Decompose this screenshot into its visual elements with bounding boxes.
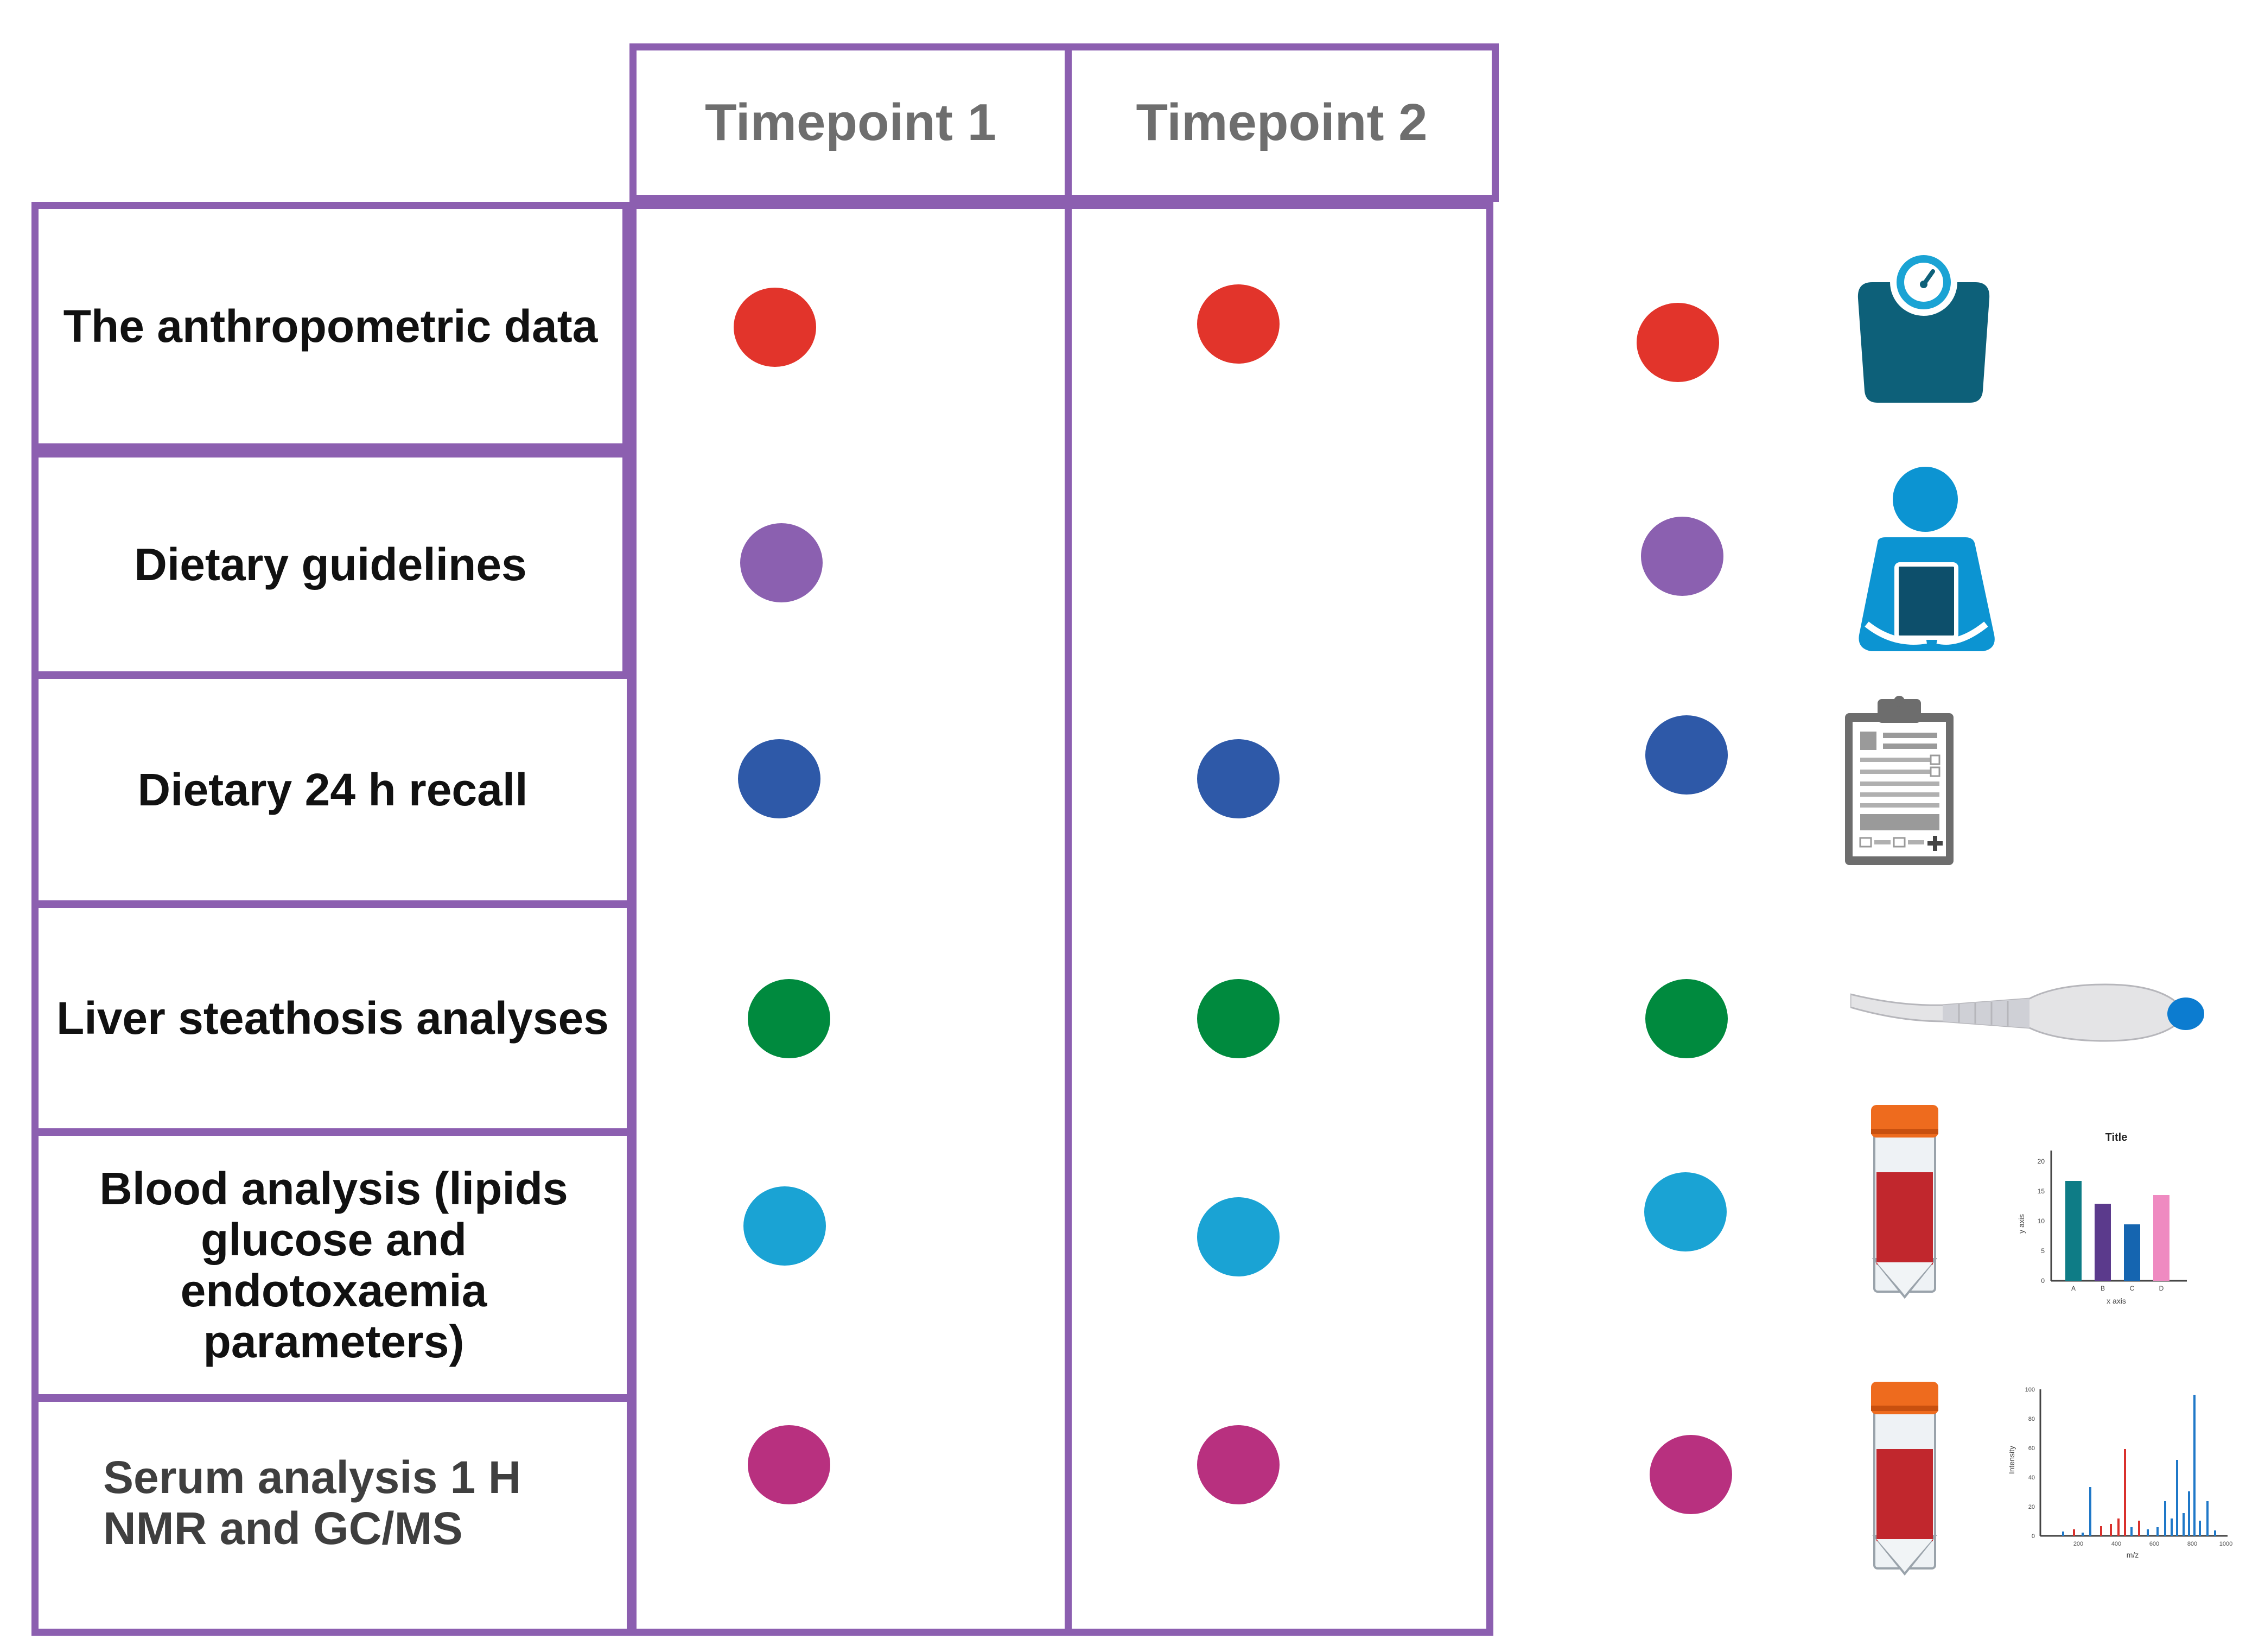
- dot-blood-tp2: [1197, 1197, 1280, 1276]
- dot-serum-tp1: [748, 1425, 830, 1504]
- dot-anthropometric-tp1: [734, 288, 816, 367]
- dot-blood-tp1: [743, 1186, 826, 1266]
- timepoint-2-header: [1065, 43, 1499, 202]
- bar-chart-icon: Title y axis x axis 0 5 10 15 20 A B C D: [2017, 1132, 2187, 1305]
- bar-chart-ylabel: y axis: [2017, 1214, 2026, 1234]
- spectrum-ytick-2: 40: [2028, 1475, 2035, 1481]
- weighing-scale-icon: [1857, 250, 1990, 403]
- ultrasound-probe-icon: [1850, 983, 2204, 1042]
- spectrum-ytick-0: 0: [2032, 1533, 2035, 1540]
- spectrum-ytick-5: 100: [2025, 1387, 2035, 1393]
- spectrum-xtick-1: 400: [2111, 1541, 2121, 1547]
- spectrum-xtick-4: 1000: [2219, 1541, 2232, 1547]
- spectrum-ytick-1: 20: [2028, 1504, 2035, 1510]
- spectrum-ytick-4: 80: [2028, 1416, 2035, 1422]
- dot-serum-tp2: [1197, 1425, 1280, 1504]
- timepoint-2-label: Timepoint 2: [1136, 93, 1428, 151]
- dot-anthropometric-legend: [1637, 303, 1719, 382]
- dot-liver-tp2: [1197, 979, 1280, 1058]
- timepoint-2-column: [1065, 202, 1493, 1636]
- bar-chart-bar-b: [2095, 1204, 2111, 1281]
- timepoint-1-column: [629, 202, 1072, 1636]
- dot-guidelines-legend: [1641, 517, 1723, 596]
- bar-chart-ytick-2: 10: [2038, 1217, 2045, 1225]
- mass-spectrum-icon: Intensity m/z 0 20 40 60 80 100 200 400 …: [2007, 1387, 2232, 1559]
- row-label-serum: Serum analysis 1 H NMR and GC/MS: [103, 1451, 521, 1554]
- dot-serum-legend: [1650, 1435, 1732, 1514]
- dot-recall-tp1: [738, 739, 820, 818]
- bar-chart-ytick-3: 15: [2038, 1187, 2045, 1195]
- dot-liver-tp1: [748, 979, 830, 1058]
- spectrum-xtick-3: 800: [2187, 1541, 2197, 1547]
- dot-recall-tp2: [1197, 739, 1280, 818]
- spectrum-ylabel: Intensity: [2007, 1446, 2016, 1474]
- spectrum-xtick-0: 200: [2073, 1541, 2083, 1547]
- blood-tube-icon: [1871, 1382, 1938, 1576]
- dietitian-with-clipboard-icon: [1859, 467, 1995, 651]
- bar-chart-xlabel: x axis: [2107, 1297, 2126, 1305]
- dot-blood-legend: [1644, 1172, 1727, 1251]
- row-label-blood: Blood analysis (lipids glucose and endot…: [99, 1162, 568, 1368]
- bar-chart-cat-b: B: [2101, 1285, 2105, 1292]
- spectrum-xtick-2: 600: [2149, 1541, 2159, 1547]
- bar-chart-bar-a: [2065, 1181, 2082, 1281]
- bar-chart-cat-c: C: [2130, 1285, 2135, 1292]
- bar-chart-cat-a: A: [2071, 1285, 2076, 1292]
- dot-guidelines-tp1: [740, 523, 823, 602]
- row-label-anthropometric: The anthropometric data: [63, 300, 598, 352]
- timepoint-1-label: Timepoint 1: [705, 93, 996, 151]
- bar-chart-ytick-4: 20: [2038, 1158, 2045, 1165]
- spectrum-peaks: [2062, 1395, 2216, 1536]
- bar-chart-bar-d: [2153, 1195, 2169, 1281]
- dot-anthropometric-tp2: [1197, 284, 1280, 364]
- blood-tube-icon: [1871, 1105, 1938, 1299]
- dot-recall-legend: [1645, 715, 1728, 795]
- row-label-dietary-guidelines: Dietary guidelines: [134, 538, 527, 590]
- bar-chart-cat-d: D: [2159, 1285, 2164, 1292]
- dot-liver-legend: [1645, 979, 1728, 1058]
- row-box-anthropometric: [31, 202, 629, 450]
- medical-form-icon: [1845, 696, 1954, 865]
- bar-chart-ytick-1: 5: [2041, 1247, 2045, 1255]
- row-label-liver: Liver steathosis analyses: [56, 992, 609, 1044]
- row-label-dietary-recall: Dietary 24 h recall: [137, 764, 528, 815]
- bar-chart-ytick-0: 0: [2041, 1277, 2045, 1285]
- spectrum-xlabel: m/z: [2127, 1551, 2139, 1559]
- spectrum-ytick-3: 60: [2028, 1445, 2035, 1452]
- bar-chart-bar-c: [2124, 1224, 2140, 1281]
- row-box-serum: [31, 1395, 634, 1636]
- bar-chart-title: Title: [2105, 1132, 2128, 1143]
